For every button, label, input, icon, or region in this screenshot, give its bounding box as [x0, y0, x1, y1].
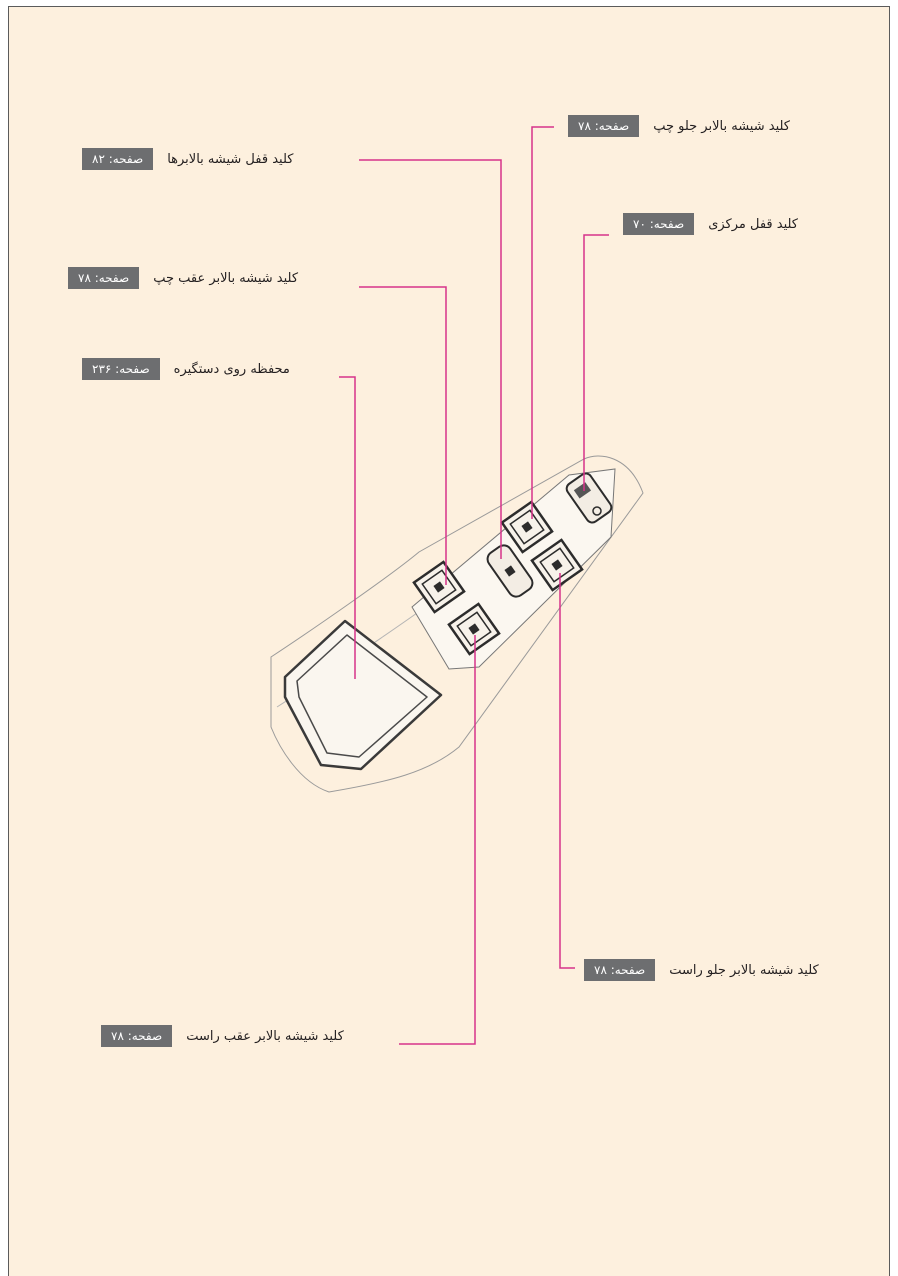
label-window-lock: کلید قفل شیشه بالابرها	[167, 151, 294, 167]
page-frame: صفحه: ۷۸ کلید شیشه بالابر جلو چپ صفحه: ۸…	[8, 6, 890, 1276]
label-front-right-window: کلید شیشه بالابر جلو راست	[669, 962, 819, 978]
leader-lines	[339, 126, 609, 1045]
callout-rear-left-window: صفحه: ۷۸ کلید شیشه بالابر عقب چپ	[68, 267, 298, 289]
label-rear-right-window: کلید شیشه بالابر عقب راست	[186, 1028, 344, 1044]
window-lock-switch	[486, 544, 534, 598]
label-central-lock: کلید قفل مرکزی	[708, 216, 799, 232]
leader-front-left	[531, 126, 554, 519]
callout-front-left-window: صفحه: ۷۸ کلید شیشه بالابر جلو چپ	[568, 115, 790, 137]
page-ref-central-lock: صفحه: ۷۰	[623, 213, 695, 235]
leader-window-lock	[359, 159, 502, 559]
front-right-window-switch	[530, 538, 584, 592]
label-handle-cover: محفظه روی دستگیره	[173, 361, 290, 377]
leader-handle-cover	[339, 376, 356, 679]
rear-left-window-switch	[412, 560, 466, 614]
label-front-left-window: کلید شیشه بالابر جلو چپ	[653, 118, 790, 134]
page-ref-rear-right-window: صفحه: ۷۸	[101, 1025, 173, 1047]
handle-cover-inner	[296, 634, 428, 758]
callout-central-lock: صفحه: ۷۰ کلید قفل مرکزی	[623, 213, 798, 235]
page-ref-window-lock: صفحه: ۸۲	[82, 148, 154, 170]
armrest-outline	[270, 455, 644, 793]
page-ref-handle-cover: صفحه: ۲۳۶	[82, 358, 160, 380]
label-rear-left-window: کلید شیشه بالابر عقب چپ	[153, 270, 299, 286]
callout-front-right-window: صفحه: ۷۸ کلید شیشه بالابر جلو راست	[584, 959, 819, 981]
front-left-window-switch	[500, 500, 554, 554]
callout-window-lock: صفحه: ۸۲ کلید قفل شیشه بالابرها	[82, 148, 293, 170]
rear-right-window-switch	[447, 602, 501, 656]
page-ref-front-left-window: صفحه: ۷۸	[568, 115, 640, 137]
callout-handle-cover: صفحه: ۲۳۶ محفظه روی دستگیره	[82, 358, 290, 380]
handle-cover	[283, 619, 443, 771]
leader-central-lock	[583, 234, 609, 491]
page-ref-rear-left-window: صفحه: ۷۸	[68, 267, 140, 289]
leader-rear-left	[359, 286, 447, 585]
door-switch-panel-diagram	[270, 126, 644, 1045]
leader-rear-right	[399, 635, 476, 1045]
central-lock-switch	[565, 472, 613, 524]
page-ref-front-right-window: صفحه: ۷۸	[584, 959, 656, 981]
callout-rear-right-window: صفحه: ۷۸ کلید شیشه بالابر عقب راست	[101, 1025, 344, 1047]
leader-front-right	[559, 573, 575, 969]
